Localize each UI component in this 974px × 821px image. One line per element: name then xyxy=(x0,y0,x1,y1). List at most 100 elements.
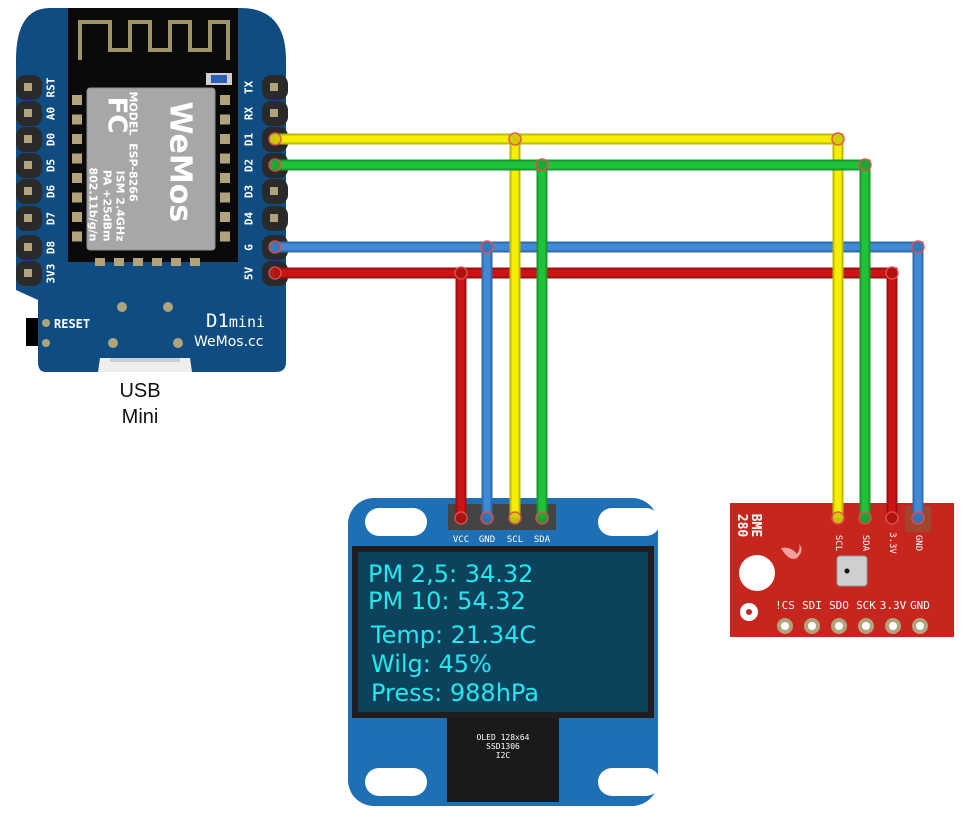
module-std-text: 802.11b/g/n xyxy=(86,167,100,242)
module-pads-left xyxy=(72,95,82,242)
module-pad xyxy=(171,258,181,266)
module-pads-right xyxy=(220,95,230,242)
module-pad xyxy=(72,212,82,222)
oled-mount-hole xyxy=(598,768,660,796)
module-pad xyxy=(220,95,230,105)
mount-hole xyxy=(173,338,183,348)
bme280-sensor xyxy=(836,555,868,587)
header-pin[interactable] xyxy=(24,187,32,195)
oled-chip xyxy=(447,718,559,802)
oled-chip-line: I2C xyxy=(495,751,511,760)
header-pin[interactable] xyxy=(24,135,32,143)
module-pad xyxy=(95,258,105,266)
module-pads-bottom xyxy=(95,258,200,266)
esp8266-shield xyxy=(86,87,216,251)
wire-joint xyxy=(911,511,925,525)
module-pad xyxy=(220,153,230,164)
header-pin[interactable] xyxy=(270,109,278,117)
header-pin[interactable] xyxy=(24,161,32,169)
header-pin[interactable] xyxy=(24,243,32,251)
wire-G-GND[interactable] xyxy=(275,243,922,518)
wire-D2-SDA[interactable] xyxy=(275,161,869,518)
wire-5V-VCC[interactable] xyxy=(275,269,896,518)
header-pin[interactable] xyxy=(270,214,278,222)
module-pad xyxy=(220,192,230,203)
bme280-title-line1: BME xyxy=(748,513,764,538)
module-pad xyxy=(72,192,82,203)
left-header xyxy=(16,75,42,286)
bme280-top-pin-label: 3.3V xyxy=(887,532,897,554)
bme280-bottom-pads xyxy=(777,618,928,634)
wire-D1-SCL[interactable] xyxy=(275,135,842,518)
wire-joint xyxy=(885,511,899,525)
module-pad xyxy=(72,231,82,242)
module-pad xyxy=(220,231,230,242)
wire-D1-SCL-outline xyxy=(275,133,844,518)
oled-chip-label: OLED 128x64 SSD1306 I2C xyxy=(447,733,559,760)
usb-label-line2: Mini xyxy=(121,406,159,428)
wire-joint xyxy=(480,240,494,254)
bme280-pad-hole xyxy=(808,622,816,630)
bme280-bottom-pin-label: SDO xyxy=(829,599,849,612)
header-pin[interactable] xyxy=(270,83,278,91)
module-text: MODEL ESP-8266 ISM 2.4GHz PA +25dBm 802.… xyxy=(87,92,152,242)
bme280-bottom-pin-label: GND xyxy=(910,599,930,612)
pin-label-5v: 5V xyxy=(242,266,256,281)
header-pin[interactable] xyxy=(270,187,278,195)
bme280-title-line2: 280 xyxy=(734,513,750,538)
module-pad xyxy=(114,258,124,266)
led-body xyxy=(211,75,227,83)
wire-joint xyxy=(268,132,282,146)
header-pin[interactable] xyxy=(24,269,32,277)
wire-joint xyxy=(858,511,872,525)
wire-joint xyxy=(454,511,468,525)
wire-joint xyxy=(268,266,282,280)
oled-chip-line: SSD1306 xyxy=(486,742,520,751)
mount-hole xyxy=(163,302,173,312)
bme280-pad-hole xyxy=(889,622,897,630)
wire-joint xyxy=(535,511,549,525)
wire-G-GND-outline xyxy=(275,241,924,518)
bme280-top-pin-label: SCL xyxy=(833,534,843,552)
wire-joint xyxy=(535,158,549,172)
wire-joint xyxy=(831,511,845,525)
board-name-big: D1 xyxy=(206,310,229,332)
board-name: D1mini xyxy=(206,310,265,332)
bme280-bottom-pin-label: 3.3V xyxy=(879,599,907,612)
oled-line-temp: Temp: 21.34C xyxy=(371,621,537,649)
header-pin[interactable] xyxy=(24,109,32,117)
reset-label: RESET xyxy=(54,317,91,331)
oled-mount-hole xyxy=(365,768,427,796)
module-pad xyxy=(72,134,82,144)
bme280-title: BME 280 xyxy=(734,508,772,544)
wire-joint xyxy=(831,132,845,146)
module-pad xyxy=(72,95,82,105)
reset-switch[interactable] xyxy=(26,318,38,346)
wire-joint xyxy=(508,132,522,146)
wire-joint xyxy=(268,240,282,254)
oled-chip-line: OLED 128x64 xyxy=(476,733,530,742)
mount-hole xyxy=(117,302,127,312)
module-pad xyxy=(220,134,230,144)
wire-D2-SDA-outline xyxy=(275,159,871,518)
bme280-bottom-pin-label: SCK xyxy=(856,599,876,612)
module-brand: WeMos xyxy=(148,100,208,245)
wire-joint xyxy=(858,158,872,172)
module-pad xyxy=(220,173,230,183)
wire-joint xyxy=(508,511,522,525)
bme280-pad-hole xyxy=(835,622,843,630)
module-pad xyxy=(72,153,82,164)
header-pin[interactable] xyxy=(24,214,32,222)
bme280-pad-hole xyxy=(916,622,924,630)
usb-label-line1: USB xyxy=(119,380,161,402)
pin-label-d6: D6 xyxy=(44,184,58,199)
bme280-top-pin-label: GND xyxy=(913,534,923,552)
module-pad xyxy=(190,258,200,266)
bme280-pad-hole xyxy=(781,622,789,630)
module-pad xyxy=(72,173,82,183)
module-pad xyxy=(152,258,162,266)
oled-screen xyxy=(358,552,648,712)
header-pin[interactable] xyxy=(24,83,32,91)
oled-pin-label-sda: SDA xyxy=(533,535,551,545)
